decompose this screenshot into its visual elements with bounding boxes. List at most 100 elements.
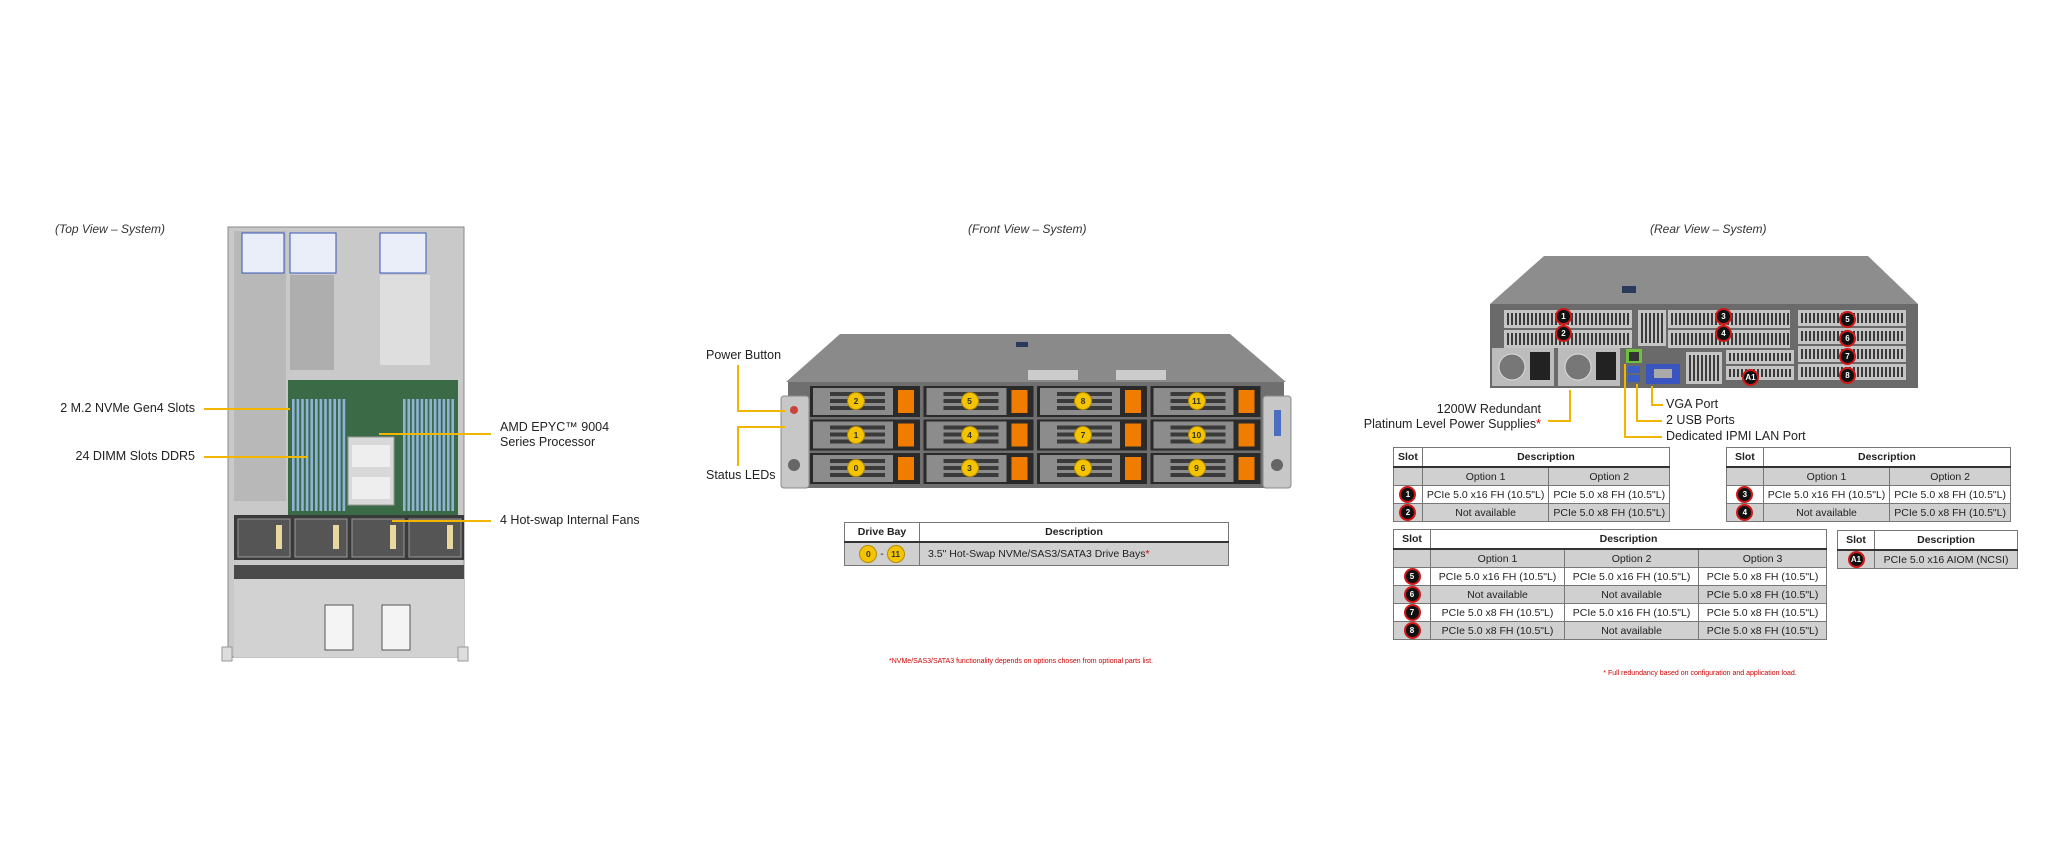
vent-hole (1897, 313, 1899, 323)
dimm-slot (319, 399, 323, 511)
vent-hole (1873, 331, 1875, 341)
drive-latch (1011, 390, 1028, 413)
callout-line (379, 433, 491, 435)
vent-hole (1901, 331, 1903, 341)
table-cell: PCIe 5.0 x8 FH (10.5"L) (1698, 603, 1827, 622)
vent-hole (1865, 349, 1867, 359)
vent-hole (1675, 333, 1677, 345)
vent-hole (1861, 367, 1863, 377)
vent-hole (1881, 367, 1883, 377)
vent-hole (1615, 313, 1617, 325)
vent-hole (1599, 333, 1601, 345)
drive-latch (1125, 423, 1141, 447)
slot-badge: 6 (1403, 586, 1421, 603)
callout-fans: 4 Hot-swap Internal Fans (500, 513, 640, 527)
vent-hole (1829, 313, 1831, 323)
vent-hole (1817, 367, 1819, 377)
dimm-slot (447, 399, 450, 511)
vent-hole (1783, 333, 1785, 345)
vent-hole (1595, 313, 1597, 325)
slot-cell: 1 (1393, 485, 1423, 504)
vent-hole (1779, 313, 1781, 325)
vent-hole (1769, 353, 1771, 361)
vent-hole (1809, 331, 1811, 341)
vent-hole (1789, 369, 1791, 377)
top-view-image (221, 226, 469, 662)
dimm-slot (324, 399, 327, 511)
drive-latch (898, 457, 914, 480)
drive-bay-table: Drive Bay Description 0 - 11 3.5" Hot-Sw… (844, 522, 1229, 566)
vent-hole (1771, 313, 1773, 325)
vent-hole (1877, 367, 1879, 377)
vent-hole (1837, 349, 1839, 359)
dimm-slot (433, 399, 437, 511)
vent-hole (1733, 369, 1735, 377)
vent-hole (1507, 333, 1509, 345)
vent-hole (1897, 331, 1899, 341)
callout-vga-port: VGA Port (1666, 397, 1719, 411)
vent-hole (1717, 355, 1719, 381)
slot-cell: 3 (1726, 485, 1764, 504)
vent-hole (1805, 349, 1807, 359)
vent-hole (1515, 333, 1517, 345)
vent-hole (1623, 313, 1625, 325)
psu-line2-text: Platinum Level Power Supplies (1363, 417, 1537, 431)
slot-badge: 6 (1839, 330, 1856, 347)
vent-hole (1627, 313, 1629, 325)
col-header-description: Description (1430, 529, 1827, 550)
vent-hole (1865, 313, 1867, 323)
vent-hole (1813, 367, 1815, 377)
fan (294, 518, 348, 558)
col-header-slot: Slot (1726, 447, 1764, 468)
vent-hole (1619, 333, 1621, 345)
vent-hole (1583, 333, 1585, 345)
vent-hole (1527, 313, 1529, 325)
option-header: Option 1 (1429, 548, 1566, 568)
vent-hole (1809, 349, 1811, 359)
callout-line (1636, 384, 1638, 421)
empty-cell (1393, 548, 1431, 568)
slot-badge: 2 (1555, 325, 1572, 342)
vent-hole (1579, 313, 1581, 325)
table-cell: Not available (1564, 621, 1700, 640)
vent-hole (1825, 313, 1827, 323)
dimm-slot (292, 399, 295, 511)
vent-hole (1869, 349, 1871, 359)
dimm-slot (301, 399, 304, 511)
vent-hole (1701, 355, 1703, 381)
vent-hole (1873, 367, 1875, 377)
table-cell: PCIe 5.0 x8 FH (10.5"L) (1548, 503, 1671, 522)
vent-hole (1699, 313, 1701, 325)
vent-hole (1877, 313, 1879, 323)
vent-hole (1897, 349, 1899, 359)
description-text: 3.5" Hot-Swap NVMe/SAS3/SATA3 Drive Bays (928, 548, 1146, 560)
vent-hole (1755, 313, 1757, 325)
callout-psu-line1: 1200W Redundant (1436, 402, 1541, 416)
drive-latch (1011, 457, 1028, 480)
slot-cell: 6 (1393, 585, 1431, 604)
vent-hole (1813, 331, 1815, 341)
vent-hole (1575, 333, 1577, 345)
vent-hole (1535, 313, 1537, 325)
vent-hole (1765, 353, 1767, 361)
vent-hole (1555, 333, 1557, 345)
dimm-slot (429, 399, 432, 511)
vent-hole (1901, 349, 1903, 359)
drive-badge: 10 (1187, 425, 1206, 444)
vent-hole (1547, 333, 1549, 345)
vent-hole (1771, 333, 1773, 345)
vent-hole (1689, 355, 1691, 381)
vent-hole (1671, 313, 1673, 325)
vent-grill (1726, 366, 1794, 380)
vent-hole (1829, 349, 1831, 359)
vent-hole (1885, 349, 1887, 359)
table-cell: PCIe 5.0 x8 FH (10.5"L) (1548, 485, 1671, 504)
vent-hole (1785, 353, 1787, 361)
slot-cell: 8 (1393, 621, 1431, 640)
vent-hole (1735, 333, 1737, 345)
vent-hole (1751, 333, 1753, 345)
callout-line (1548, 420, 1570, 422)
